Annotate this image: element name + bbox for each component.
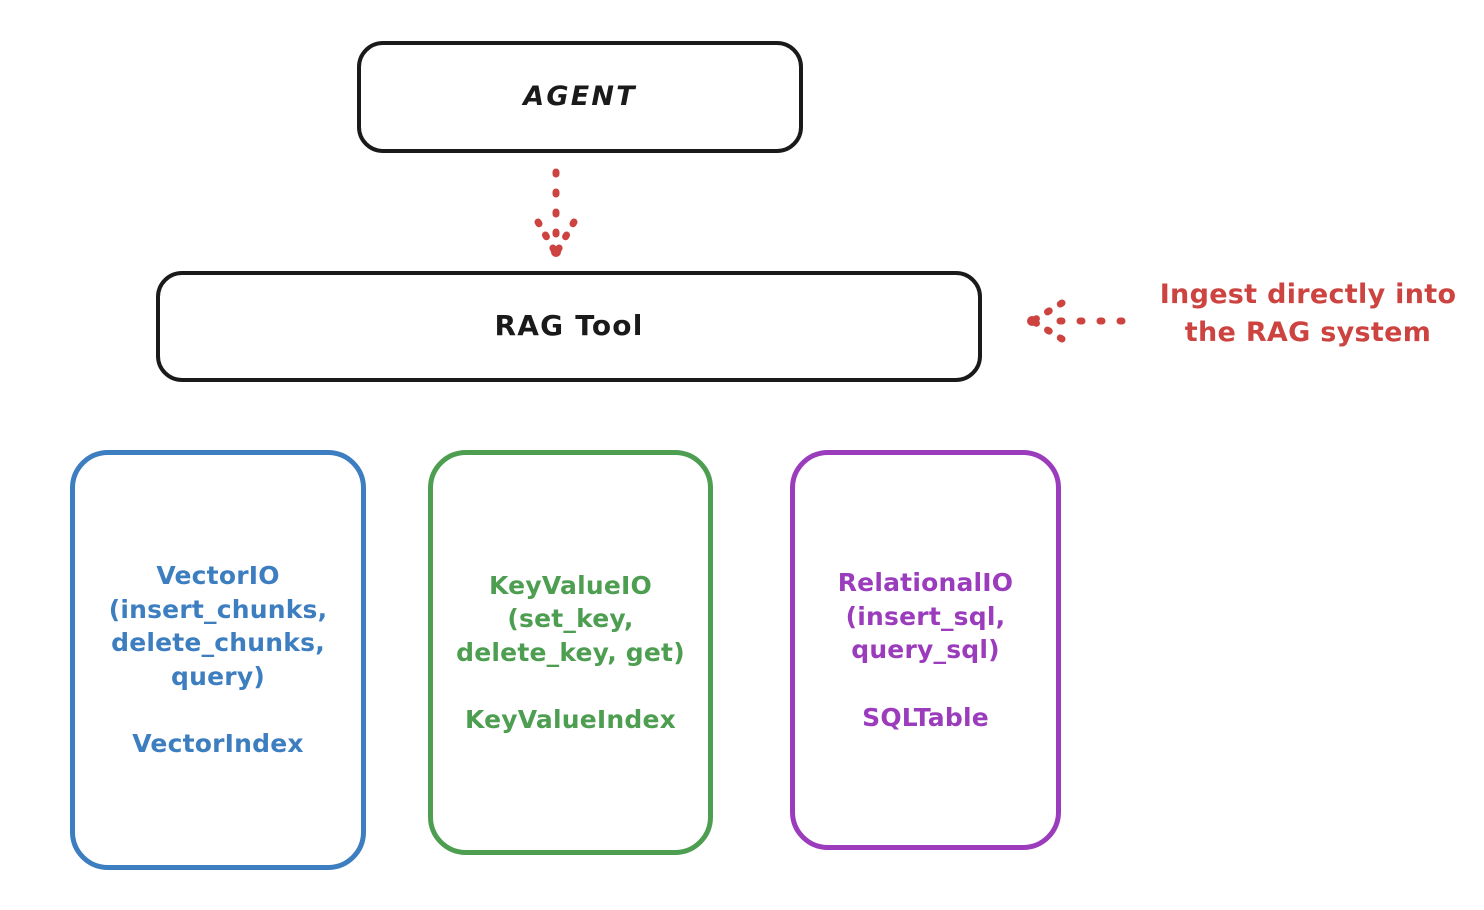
agent-to-rag-dotted-arrow-icon (534, 168, 578, 257)
relational-io-api-label: RelationalIO (insert_sql, query_sql) (837, 568, 1014, 664)
agent-node-label: AGENT (523, 81, 637, 113)
sql-table-label: SQLTable (862, 702, 989, 732)
vector-index-label: VectorIndex (132, 729, 304, 759)
key-value-io-api-label: KeyValueIO (set_key, delete_key, get) (456, 570, 685, 667)
relational-io-node[interactable]: RelationalIO (insert_sql, query_sql) SQL… (790, 450, 1061, 850)
agent-node[interactable]: AGENT (357, 41, 803, 153)
vector-io-api-label: VectorIO (insert_chunks, delete_chunks, … (108, 561, 328, 691)
vector-io-node[interactable]: VectorIO (insert_chunks, delete_chunks, … (70, 450, 366, 870)
key-value-io-node[interactable]: KeyValueIO (set_key, delete_key, get) Ke… (428, 450, 713, 855)
key-value-index-label: KeyValueIndex (464, 705, 677, 734)
rag-tool-node-label: RAG Tool (494, 309, 644, 343)
ingest-annotation-text: Ingest directly into the RAG system (1159, 279, 1457, 349)
ingest-to-rag-dotted-arrow-icon (1027, 299, 1126, 343)
rag-tool-node[interactable]: RAG Tool (156, 271, 982, 382)
